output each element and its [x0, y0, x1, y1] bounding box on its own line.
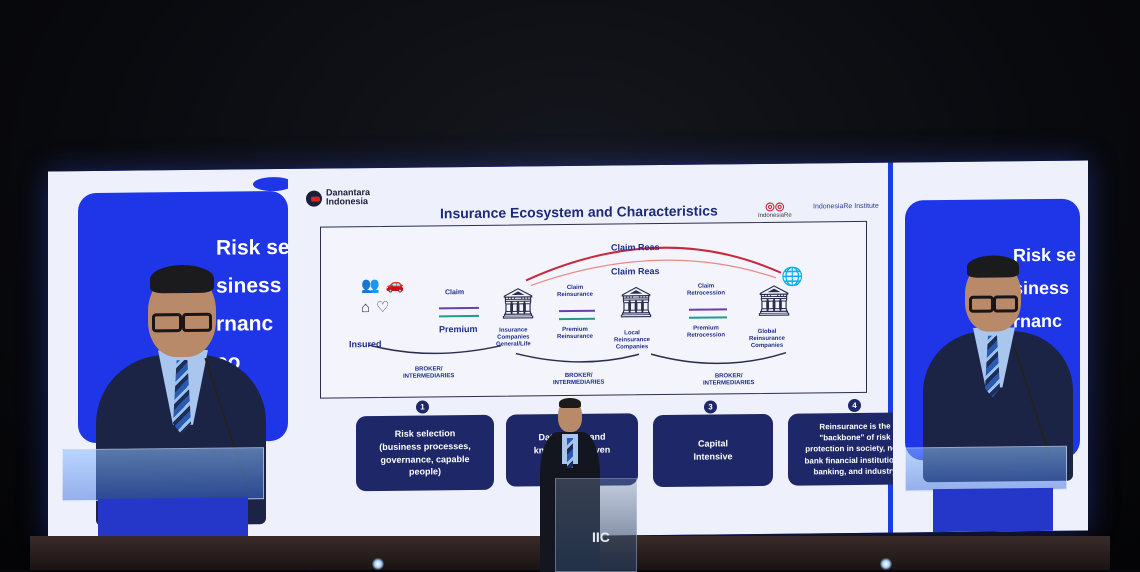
card-1-number: 1 [416, 400, 429, 413]
slide-title: Insurance Ecosystem and Characteristics [440, 202, 718, 221]
indonesiare-logo: ◎◎ IndonesiaRe [758, 200, 792, 219]
left-podium-base [98, 497, 248, 541]
arrow-3-bottom: Premium Retrocession [687, 325, 725, 339]
claim-reas-inner: Claim Reas [611, 266, 660, 277]
card-3-number: 3 [704, 400, 717, 413]
right-camera-feed: Risk se siness rnanc eo [893, 161, 1088, 533]
insurance-company-building-icon: 🏛 [499, 289, 537, 319]
local-reinsurance-building-icon: 🏛 [617, 288, 655, 318]
insured-label: Insured [349, 339, 382, 350]
ecosystem-diagram: Claim Reas Claim Reas 👥🚗⌂♡ Insured Claim… [320, 221, 867, 399]
left-camera-feed: Risk se siness rnanc eo [48, 169, 288, 542]
card-4-number: 4 [848, 399, 861, 412]
insured-icons: 👥🚗⌂♡ [361, 275, 410, 320]
indonesiare-institute-logo: IndonesiaRe Institute [813, 203, 879, 211]
broker-2: BROKER/ INTERMEDIARIES [553, 373, 604, 387]
arrow-3-top: Claim Retrocession [687, 283, 725, 297]
right-podium-base [933, 488, 1053, 532]
arrow-1-top: Claim [445, 289, 464, 297]
node-insurance-companies: Insurance Companies General/Life [496, 327, 531, 348]
card-risk-selection: Risk selection (business processes, gove… [356, 415, 494, 491]
card-capital-intensive: Capital Intensive [653, 414, 773, 487]
live-podium: IIC [555, 478, 637, 572]
claim-reas-top: Claim Reas [611, 242, 660, 253]
left-number-badge [253, 177, 288, 191]
globe-icon: 🌐 [781, 267, 803, 288]
node-global-reinsurance: Global Reinsurance Companies [749, 329, 785, 350]
arrow-2-top: Claim Reinsurance [557, 285, 593, 299]
stage-light-right [880, 558, 892, 570]
broker-3: BROKER/ INTERMEDIARIES [703, 373, 754, 387]
brand-name: Danantara Indonesia [326, 188, 370, 206]
stage-light-left [372, 558, 384, 570]
right-podium [905, 446, 1067, 492]
arrow-2-bottom: Premium Reinsurance [557, 327, 593, 341]
arrow-1-bottom: Premium [439, 324, 478, 335]
danantara-logo-icon [306, 191, 322, 207]
node-local-reinsurance: Local Reinsurance Companies [614, 330, 650, 351]
left-podium [62, 447, 264, 501]
broker-1: BROKER/ INTERMEDIARIES [403, 366, 454, 380]
global-reinsurance-building-icon: 🏛 [755, 287, 793, 317]
podium-logo: IIC [592, 529, 610, 545]
